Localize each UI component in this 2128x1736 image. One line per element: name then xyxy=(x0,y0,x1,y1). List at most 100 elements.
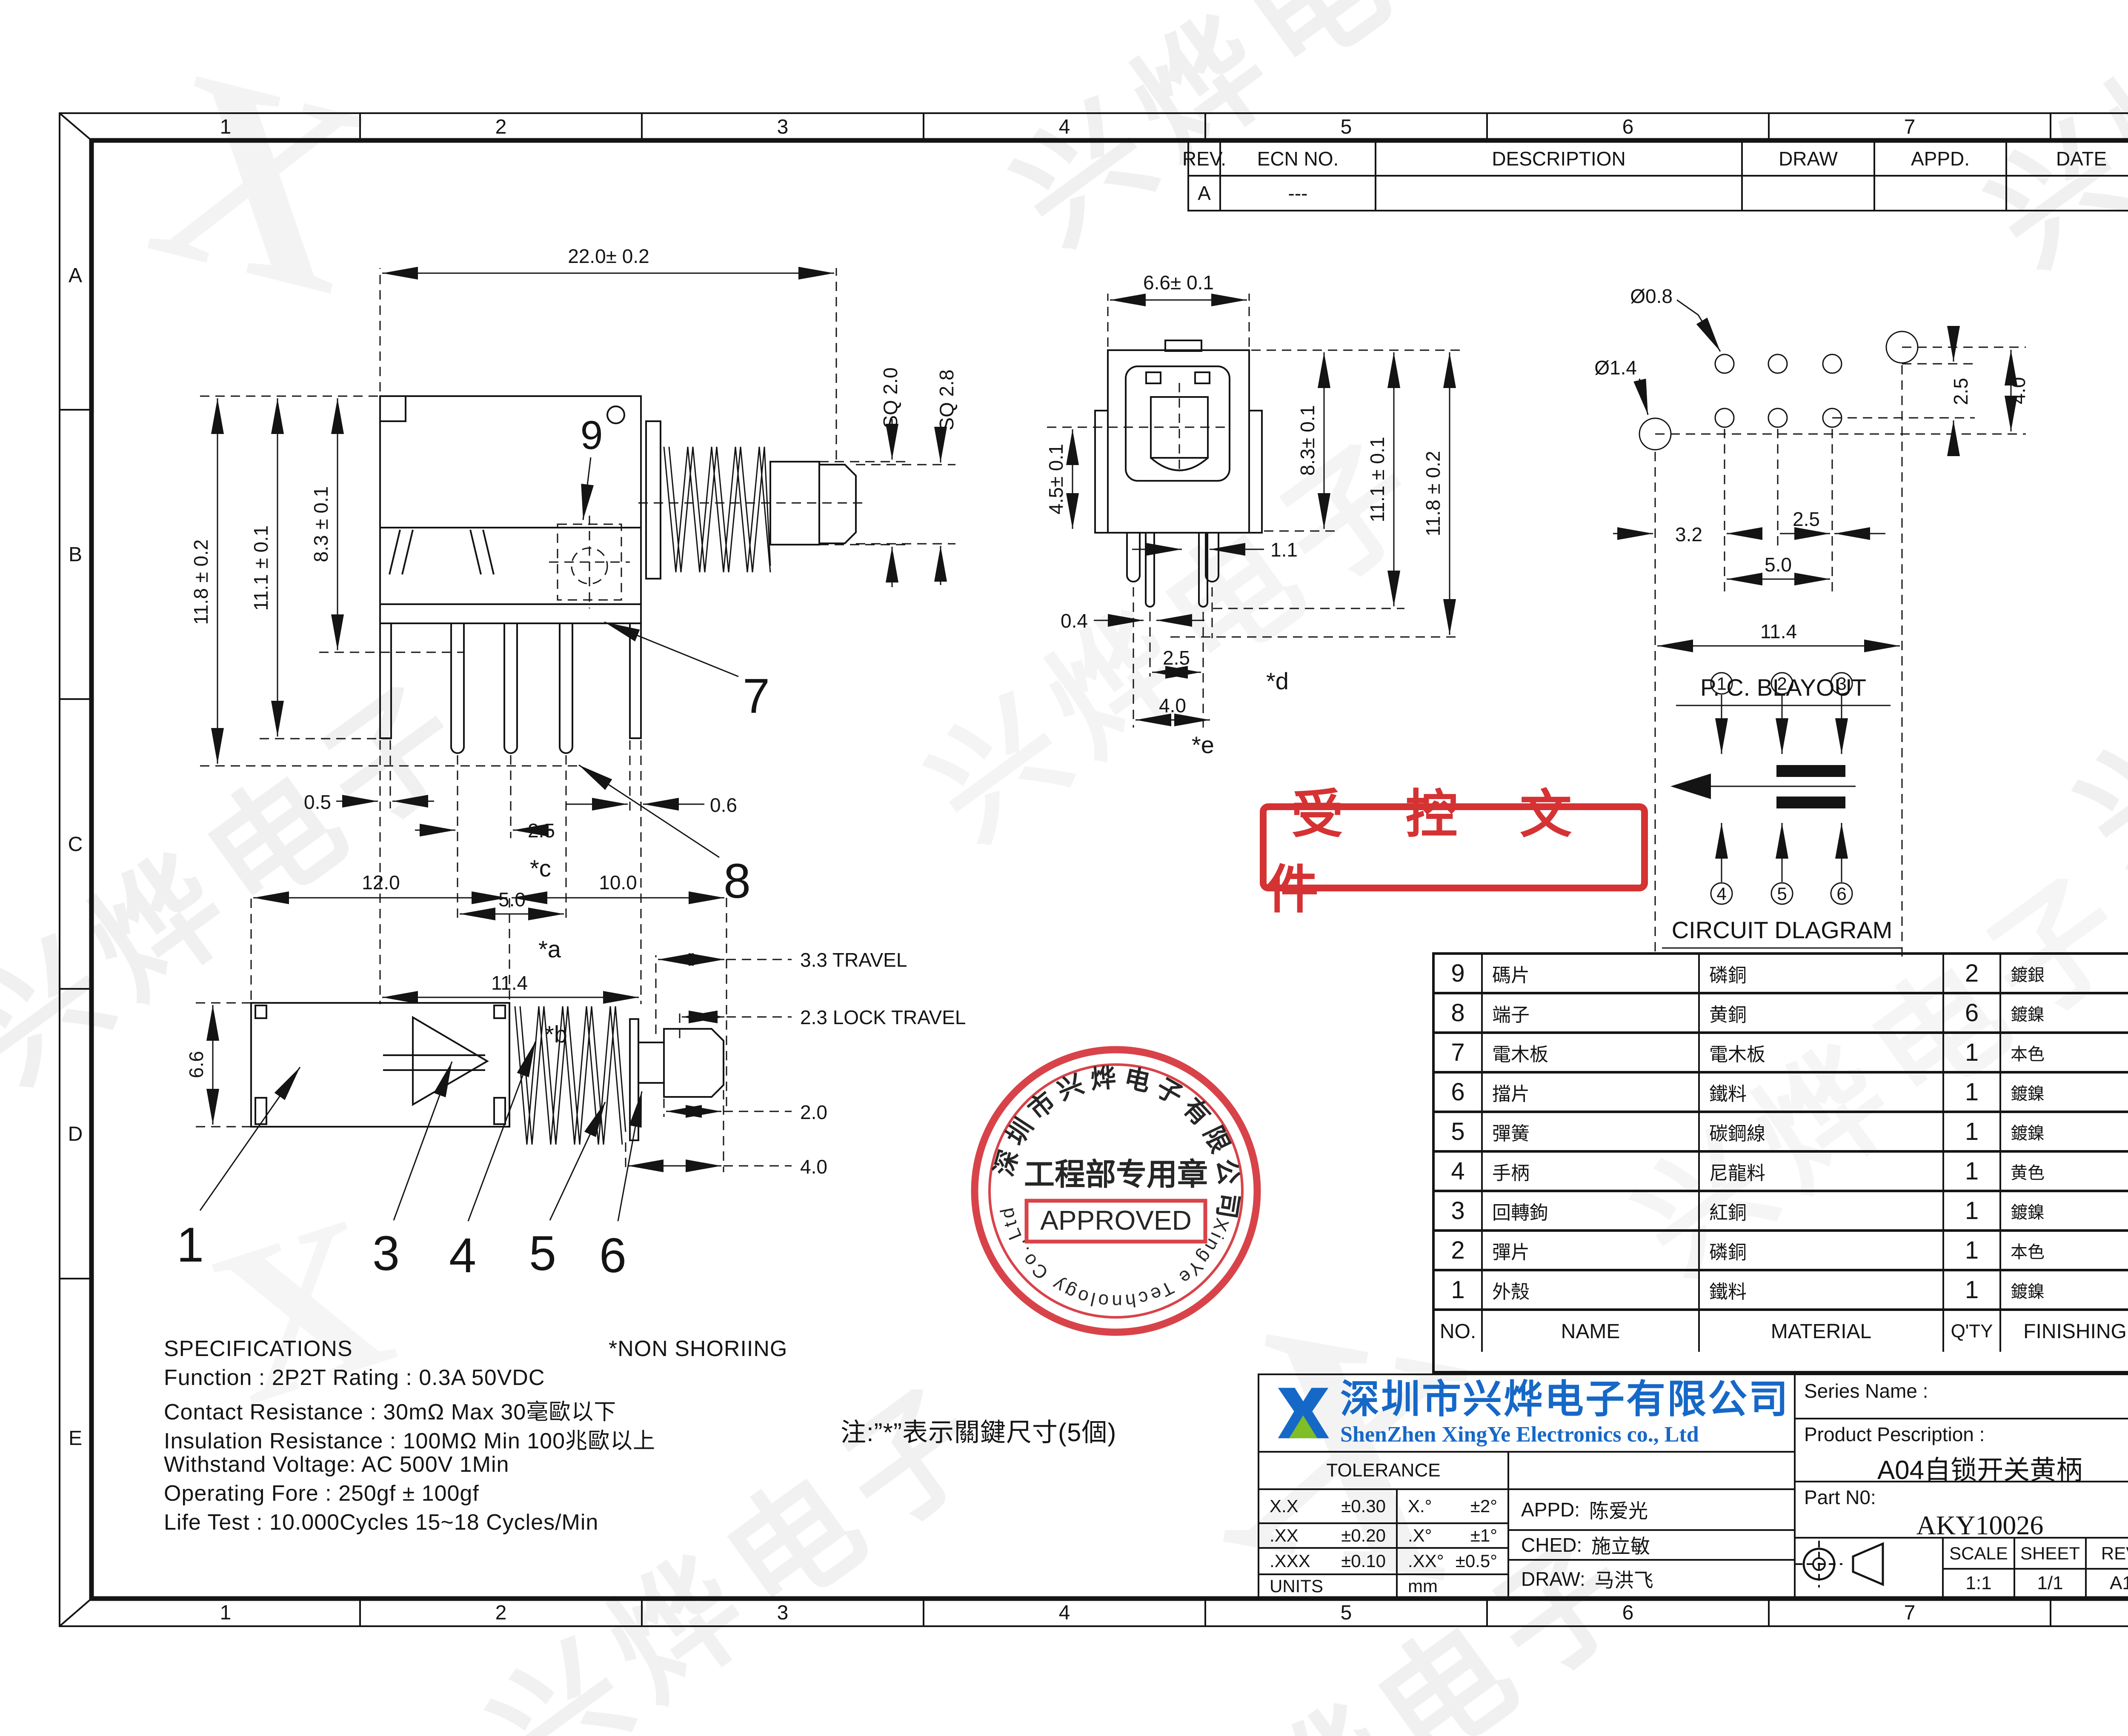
svg-text:*e: *e xyxy=(1192,731,1214,758)
svg-text:4.5± 0.1: 4.5± 0.1 xyxy=(1045,444,1067,514)
tol-xx2: .XX±0.20 xyxy=(1258,1522,1398,1549)
revision-row-draw xyxy=(1741,175,1875,211)
parts-row: 5 彈簧 碳鋼線 1 鍍鎳 xyxy=(1435,1113,2128,1153)
svg-text:4.0: 4.0 xyxy=(1159,694,1186,717)
tolerance-header: TOLERANCE xyxy=(1258,1451,1509,1490)
parts-row: 1 外殼 鐵料 1 鍍鎳 xyxy=(1435,1271,2128,1311)
svg-text:*c: *c xyxy=(530,855,551,882)
units-label: UNITS xyxy=(1258,1573,1398,1599)
svg-text:*a: *a xyxy=(538,936,561,962)
parts-table: 9 碼片 磷銅 2 鍍銀 8 端子 黄銅 6 鍍鎳 7 電木板 電木板 1 本色… xyxy=(1432,952,2128,1373)
svg-text:5: 5 xyxy=(529,1226,556,1281)
svg-text:4.0: 4.0 xyxy=(2007,377,2029,404)
company-logo xyxy=(1278,1388,1329,1439)
revision-row-rev: A xyxy=(1187,175,1221,211)
spec-non-shorting: *NON SHORIING xyxy=(609,1336,788,1361)
svg-text:APPROVED: APPROVED xyxy=(1040,1205,1192,1236)
tol-xx3: .XXX±0.10 xyxy=(1258,1547,1398,1575)
svg-text:2: 2 xyxy=(495,116,507,138)
svg-text:*d: *d xyxy=(1266,668,1289,694)
revision-header-draw: DRAW xyxy=(1741,140,1875,177)
parts-row: 4 手柄 尼龍料 1 黄色 xyxy=(1435,1153,2128,1192)
svg-text:1: 1 xyxy=(1716,674,1726,694)
svg-text:1: 1 xyxy=(220,1602,232,1624)
svg-text:6: 6 xyxy=(1836,884,1846,904)
svg-text:11.8 ± 0.2: 11.8 ± 0.2 xyxy=(1422,451,1444,537)
svg-text:4: 4 xyxy=(1059,116,1070,138)
svg-text:22.0± 0.2: 22.0± 0.2 xyxy=(568,245,649,267)
svg-text:6: 6 xyxy=(1622,1602,1634,1624)
side-view-drawing: 22.0± 0.2 SQ 2.0 SQ 2.8 xyxy=(190,245,958,1048)
approval-stamp: 深圳市兴烨电子有限公司 XingYe Technology Co.,Ltd 工程… xyxy=(971,1046,1261,1336)
svg-text:7: 7 xyxy=(743,669,770,723)
svg-text:E: E xyxy=(69,1427,82,1450)
revision-row-desc xyxy=(1375,175,1743,211)
svg-text:Ø1.4: Ø1.4 xyxy=(1594,357,1637,379)
svg-text:11.1 ± 0.1: 11.1 ± 0.1 xyxy=(1366,437,1388,523)
product-description-cell: Product Pescription : A04自锁开关黄柄 xyxy=(1794,1418,2128,1485)
spec-title: SPECIFICATIONS xyxy=(164,1336,353,1361)
svg-text:7: 7 xyxy=(1904,116,1916,138)
svg-text:2.3 LOCK TRAVEL: 2.3 LOCK TRAVEL xyxy=(800,1006,966,1028)
controlled-document-stamp: 受 控 文 件 xyxy=(1260,786,1648,919)
tol-xdeg: X.°±2° xyxy=(1396,1488,1509,1524)
svg-text:5: 5 xyxy=(1341,116,1352,138)
svg-text:11.8 ± 0.2: 11.8 ± 0.2 xyxy=(190,540,212,625)
tol-xdeg3: .XX°±0.5° xyxy=(1396,1547,1509,1575)
svg-text:2.5: 2.5 xyxy=(528,819,555,842)
parts-row: 8 端子 黄銅 6 鍍鎳 xyxy=(1435,994,2128,1034)
parts-table-header: NO. NAME MATERIAL Q'TY FINISHING xyxy=(1435,1311,2128,1352)
svg-text:4: 4 xyxy=(1059,1602,1070,1624)
svg-text:5: 5 xyxy=(1341,1602,1352,1624)
tol-xdeg2: .X°±1° xyxy=(1396,1522,1509,1549)
revision-row-date xyxy=(2005,175,2128,211)
company-name-cn: 深圳市兴烨电子有限公司 xyxy=(1340,1378,1790,1422)
svg-text:D: D xyxy=(68,1123,83,1145)
svg-text:SQ 2.8: SQ 2.8 xyxy=(935,369,958,430)
title-block: 深圳市兴烨电子有限公司 ShenZhen XingYe Electronics … xyxy=(1258,1373,2128,1599)
company-name-en: ShenZhen XingYe Electronics co., Ltd xyxy=(1340,1422,1699,1447)
rev-header: REV. xyxy=(2085,1537,2128,1570)
spec-line: Function : 2P2T Rating : 0.3A 50VDC xyxy=(164,1365,545,1390)
svg-text:3: 3 xyxy=(372,1226,400,1281)
sheet-border: 12 34 56 7 12 34 56 7 AB CD E A B C D E xyxy=(59,112,2128,1627)
spec-key-note: 注:”*”表示關鍵尺寸(5個) xyxy=(841,1418,1117,1447)
grid-reference-labels: 12 34 56 7 12 34 56 7 AB CD E A B C D E xyxy=(68,116,1916,1624)
spec-line: Operating Fore : 250gf ± 100gf xyxy=(164,1481,479,1506)
tolerance-header-spacer xyxy=(1507,1451,1796,1490)
svg-text:12.0: 12.0 xyxy=(362,871,400,894)
scale-value: 1:1 xyxy=(1942,1568,2015,1599)
svg-text:5: 5 xyxy=(1777,884,1787,904)
parts-row: 3 回轉鉤 紅銅 1 鍍鎳 xyxy=(1435,1192,2128,1232)
svg-text:3: 3 xyxy=(1836,674,1846,694)
front-view-drawing: 6.6± 0.1 4.5± 0.1 8.3± 0.1 11.1 ± 0.1 11… xyxy=(1045,271,1460,758)
svg-text:C: C xyxy=(68,833,83,856)
svg-text:5.0: 5.0 xyxy=(498,888,526,911)
revision-header-desc: DESCRIPTION xyxy=(1375,140,1743,177)
parts-row: 9 碼片 磷銅 2 鍍銀 xyxy=(1435,955,2128,994)
svg-text:0.4: 0.4 xyxy=(1061,610,1088,632)
svg-text:A: A xyxy=(69,264,82,287)
series-name-cell: Series Name : xyxy=(1794,1373,2128,1419)
svg-text:6.6± 0.1: 6.6± 0.1 xyxy=(1143,271,1214,294)
svg-text:5.0: 5.0 xyxy=(1765,554,1792,576)
spec-line: Life Test : 10.000Cycles 15~18 Cycles/Mi… xyxy=(164,1510,599,1535)
svg-text:2.0: 2.0 xyxy=(800,1101,827,1123)
projection-cell xyxy=(1794,1537,1944,1599)
svg-text:2.5: 2.5 xyxy=(1793,508,1820,530)
units-value: mm xyxy=(1396,1573,1509,1599)
revision-header-date: DATE xyxy=(2005,140,2128,177)
revision-row-ecn: --- xyxy=(1219,175,1376,211)
svg-text:3.2: 3.2 xyxy=(1675,523,1702,545)
appd-cell: APPD: 陈爱光 xyxy=(1507,1488,1796,1531)
tol-xx: X.X±0.30 xyxy=(1258,1488,1398,1524)
ched-cell: CHED: 施立敏 xyxy=(1507,1529,1796,1561)
draw-cell: DRAW: 马洪飞 xyxy=(1507,1559,1796,1599)
revision-row-appd xyxy=(1873,175,2007,211)
svg-text:0.6: 0.6 xyxy=(710,794,737,816)
svg-text:*b: *b xyxy=(545,1021,567,1048)
svg-text:10.0: 10.0 xyxy=(599,871,637,894)
spec-line: Withstand Voltage: AC 500V 1Min xyxy=(164,1452,509,1477)
svg-text:2.5: 2.5 xyxy=(1163,647,1190,669)
